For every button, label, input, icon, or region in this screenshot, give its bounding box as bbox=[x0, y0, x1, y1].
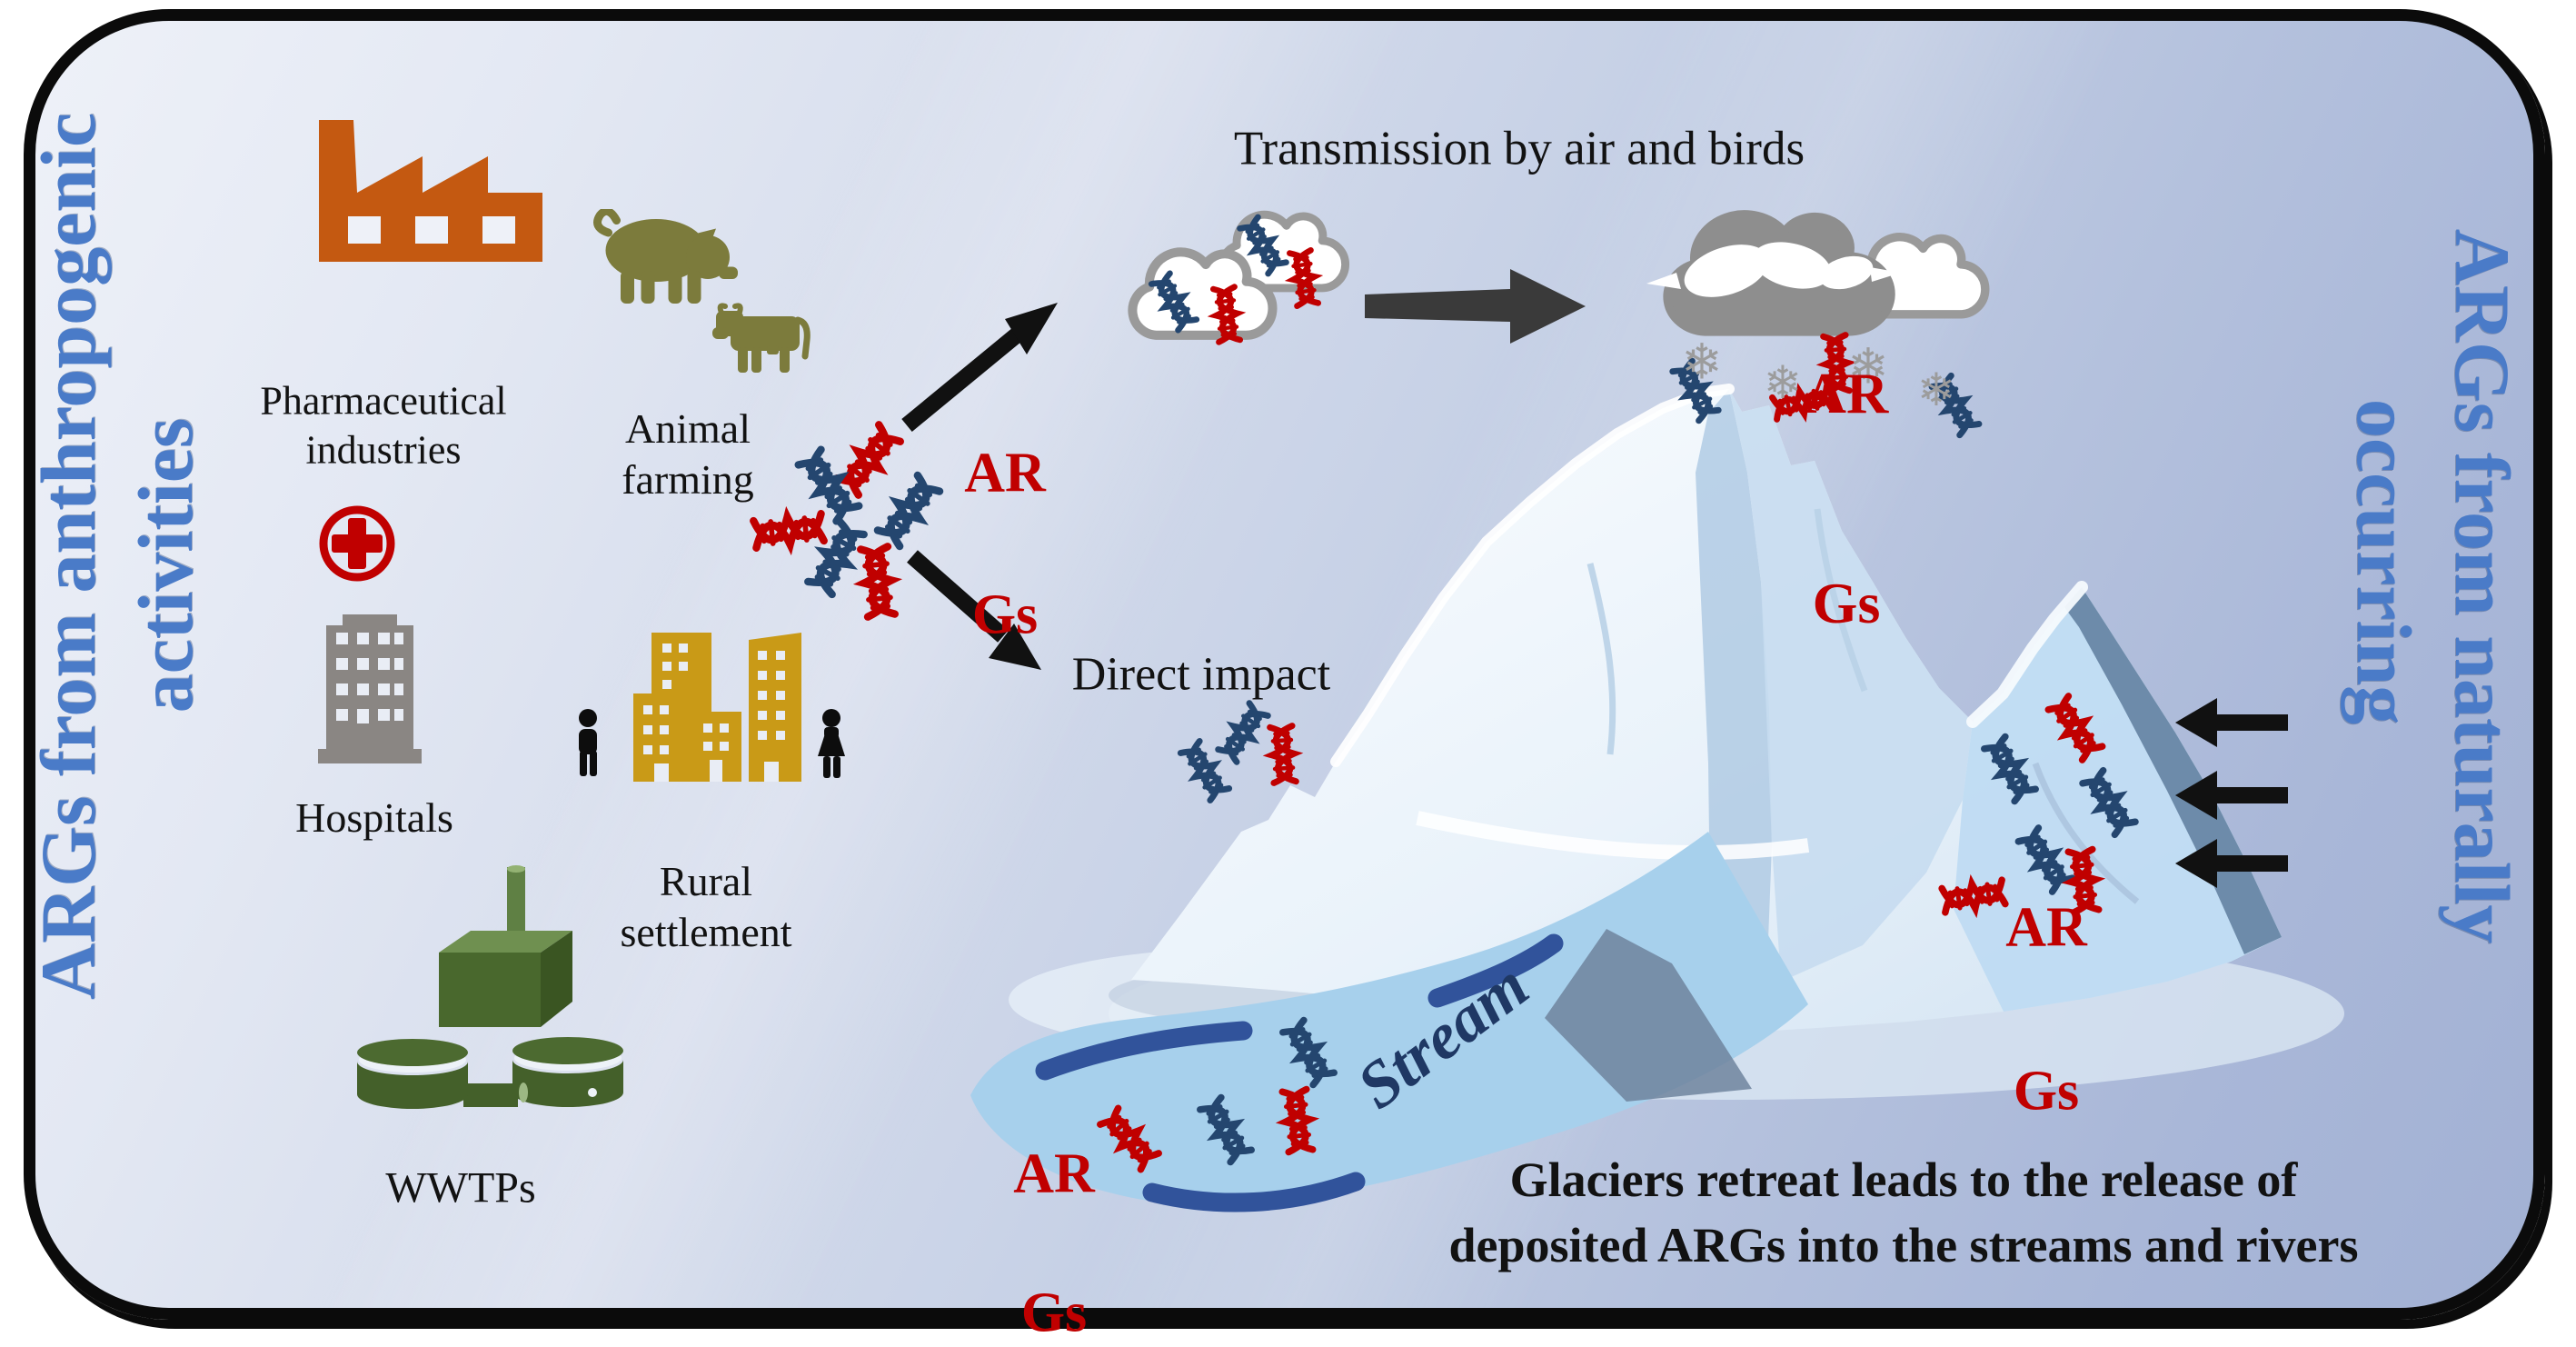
args-line: Gs bbox=[971, 584, 1039, 647]
arrow-direct-impact bbox=[907, 550, 1041, 670]
wwtp-icon bbox=[357, 865, 623, 1109]
args-line: AR bbox=[964, 442, 1046, 504]
label-line: farming bbox=[622, 456, 754, 503]
right-panel-title-line1: ARGs from naturally bbox=[2439, 228, 2526, 944]
arrow-icon bbox=[901, 269, 2288, 888]
dna-icon bbox=[1280, 245, 1328, 310]
label-line: Animal bbox=[625, 404, 751, 452]
snowflake-icon: ❄ bbox=[1681, 333, 1723, 391]
dna-icon bbox=[1936, 869, 2011, 923]
label-animal-farming: Animal farming bbox=[622, 404, 754, 505]
label-direct-impact: Direct impact bbox=[1071, 648, 1331, 701]
title-transmission: Transmission by air and birds bbox=[1233, 122, 1805, 175]
caption-glacier-retreat: Glaciers retreat leads to the release of… bbox=[1448, 1148, 2358, 1279]
args-line: Gs bbox=[1020, 1282, 1088, 1344]
args-label-glacier-face: AR Gs bbox=[2005, 805, 2087, 1213]
stream-bank bbox=[1142, 1172, 1366, 1212]
ridge-shadow bbox=[1545, 929, 1752, 1102]
label-line: settlement bbox=[620, 909, 792, 955]
pig-icon bbox=[593, 209, 738, 304]
left-panel-title-line2: activities bbox=[122, 417, 209, 713]
man-icon bbox=[579, 709, 597, 776]
args-label-summit: AR Gs bbox=[1805, 236, 1888, 760]
snowflake-icon: ❄ bbox=[1764, 356, 1802, 409]
snow-swirl bbox=[1646, 242, 1901, 297]
woman-icon bbox=[818, 709, 845, 778]
village-buildings-icon bbox=[579, 633, 845, 782]
factory-icon bbox=[319, 120, 542, 262]
stream-shape bbox=[970, 832, 1808, 1212]
stream-bank bbox=[1427, 933, 1564, 1008]
arrow-to-air bbox=[901, 303, 1058, 432]
dna-icon bbox=[1204, 283, 1250, 346]
snowflake-icon: ❄ bbox=[1847, 337, 1889, 395]
args-line: AR bbox=[1013, 1142, 1095, 1205]
arrow-cloud-transport bbox=[1365, 269, 1586, 344]
right-panel-title-line2: occurring bbox=[2341, 398, 2428, 725]
args-line: Gs bbox=[1812, 570, 1881, 635]
args-line: AR bbox=[1804, 361, 1889, 426]
label-hospitals: Hospitals bbox=[295, 793, 453, 841]
dna-icon bbox=[1260, 721, 1307, 787]
dna-icon bbox=[849, 541, 907, 622]
label-line: Pharmaceutical bbox=[260, 378, 507, 424]
label-line: industries bbox=[305, 427, 462, 472]
args-label-stream: AR Gs bbox=[1013, 1070, 1095, 1347]
label-wwtps: WWTPs bbox=[385, 1163, 536, 1212]
args-line: AR bbox=[2005, 896, 2087, 959]
args-label-center: AR Gs bbox=[964, 367, 1046, 723]
snowflake-icon: ❄ bbox=[1917, 364, 1955, 416]
caption-line: Glaciers retreat leads to the release of bbox=[1509, 1152, 2298, 1208]
args-line: Gs bbox=[2013, 1059, 2080, 1122]
caption-line: deposited ARGs into the streams and rive… bbox=[1448, 1218, 2359, 1272]
arrows-natural-deposition bbox=[2175, 698, 2288, 888]
cow-icon bbox=[712, 303, 811, 373]
label-line: Rural bbox=[659, 857, 753, 904]
hospital-building-icon bbox=[318, 614, 422, 763]
left-panel-title-line1: ARGs from anthropogenic bbox=[25, 112, 112, 1001]
dna-icon bbox=[1271, 1084, 1324, 1158]
label-pharmaceutical-industries: Pharmaceutical industries bbox=[260, 376, 506, 474]
stream-bank bbox=[1035, 1021, 1253, 1081]
snow-cloud-icon bbox=[1646, 210, 1990, 336]
medical-cross-icon bbox=[319, 505, 395, 582]
label-rural-settlement: Rural settlement bbox=[620, 856, 791, 958]
